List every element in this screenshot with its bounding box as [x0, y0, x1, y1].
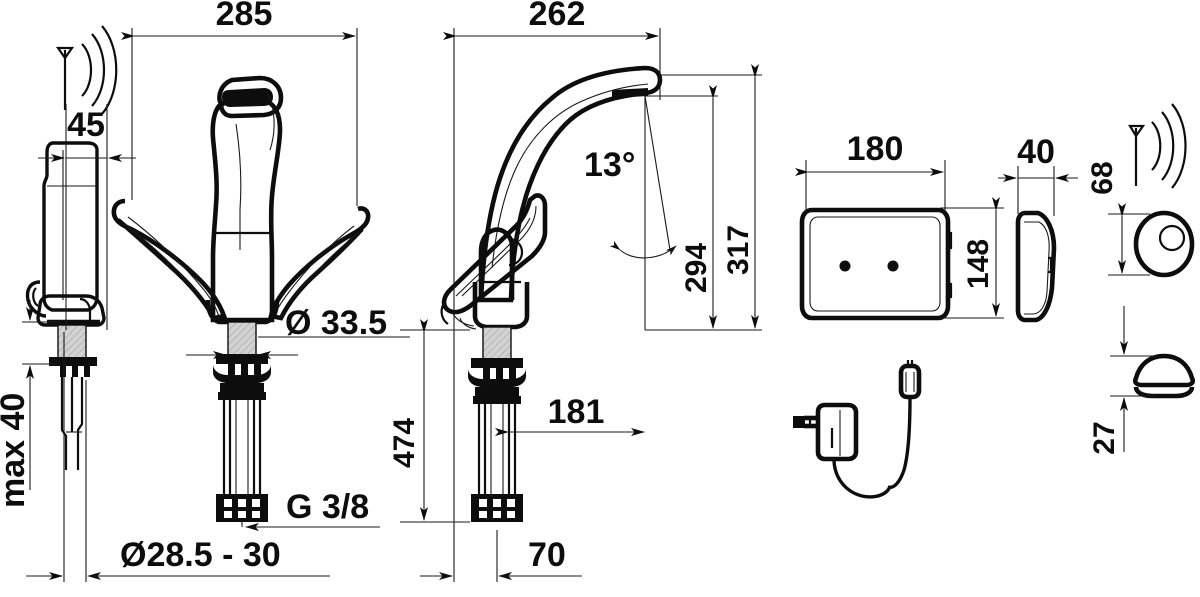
wireless-signal-icon [1128, 103, 1187, 189]
dim-45-label: 45 [67, 106, 105, 144]
power-supply-view [793, 360, 922, 499]
dim-max40-label: max 40 [0, 393, 32, 508]
dim-hole-label: Ø28.5 - 30 [120, 536, 281, 574]
side-view-spout [478, 65, 663, 303]
indicator-dot-1 [839, 260, 851, 272]
dim-27-label: 27 [1088, 421, 1121, 454]
dim-13deg-label: 13° [584, 146, 635, 184]
remote-sensor-view: 68 27 [1086, 103, 1196, 455]
dim-474-label: 474 [388, 418, 421, 468]
front-view-lever-profile [25, 141, 106, 327]
front-elevation-view: 285 45 Ø 33.5 max 40 G 3/8 [0, 0, 410, 582]
side-view-shank [468, 326, 526, 522]
dim-g38-label: G 3/8 [286, 488, 369, 526]
indicator-dot-2 [887, 260, 899, 272]
control-box-front [799, 207, 953, 321]
control-box-view: 180 148 40 [795, 130, 1078, 323]
dim-335-label: Ø 33.5 [285, 304, 387, 342]
sensor-plan [1133, 210, 1195, 278]
dim-70-label: 70 [528, 536, 566, 574]
dim-285-label: 285 [216, 0, 273, 33]
side-view-dimensions: 262 13° 294 317 474 181 [388, 0, 762, 582]
control-box-side [1015, 210, 1057, 323]
sensor-side [1132, 353, 1196, 399]
dim-317-label: 317 [722, 225, 755, 275]
dim-148-label: 148 [962, 239, 995, 289]
dim-262-label: 262 [529, 0, 586, 33]
front-view-mixer-body [111, 75, 371, 325]
dim-40-label: 40 [1017, 133, 1055, 171]
wireless-signal-icon [55, 25, 118, 115]
dim-68-label: 68 [1086, 161, 1119, 194]
side-elevation-view: 262 13° 294 317 474 181 [388, 0, 762, 582]
dim-181-label: 181 [548, 393, 605, 431]
front-view-left-shank [47, 319, 100, 470]
dim-294-label: 294 [680, 243, 713, 293]
side-braided-hose [471, 387, 523, 522]
front-view-dimensions: 285 45 Ø 33.5 max 40 G 3/8 [0, 0, 410, 582]
sensor-dimensions: 68 27 [1086, 161, 1156, 455]
dim-180-label: 180 [847, 130, 904, 168]
front-view-center-shank [213, 321, 271, 522]
side-view-lever [440, 193, 548, 325]
control-box-dimensions: 180 148 40 [795, 130, 1078, 319]
braided-hose [216, 383, 268, 522]
